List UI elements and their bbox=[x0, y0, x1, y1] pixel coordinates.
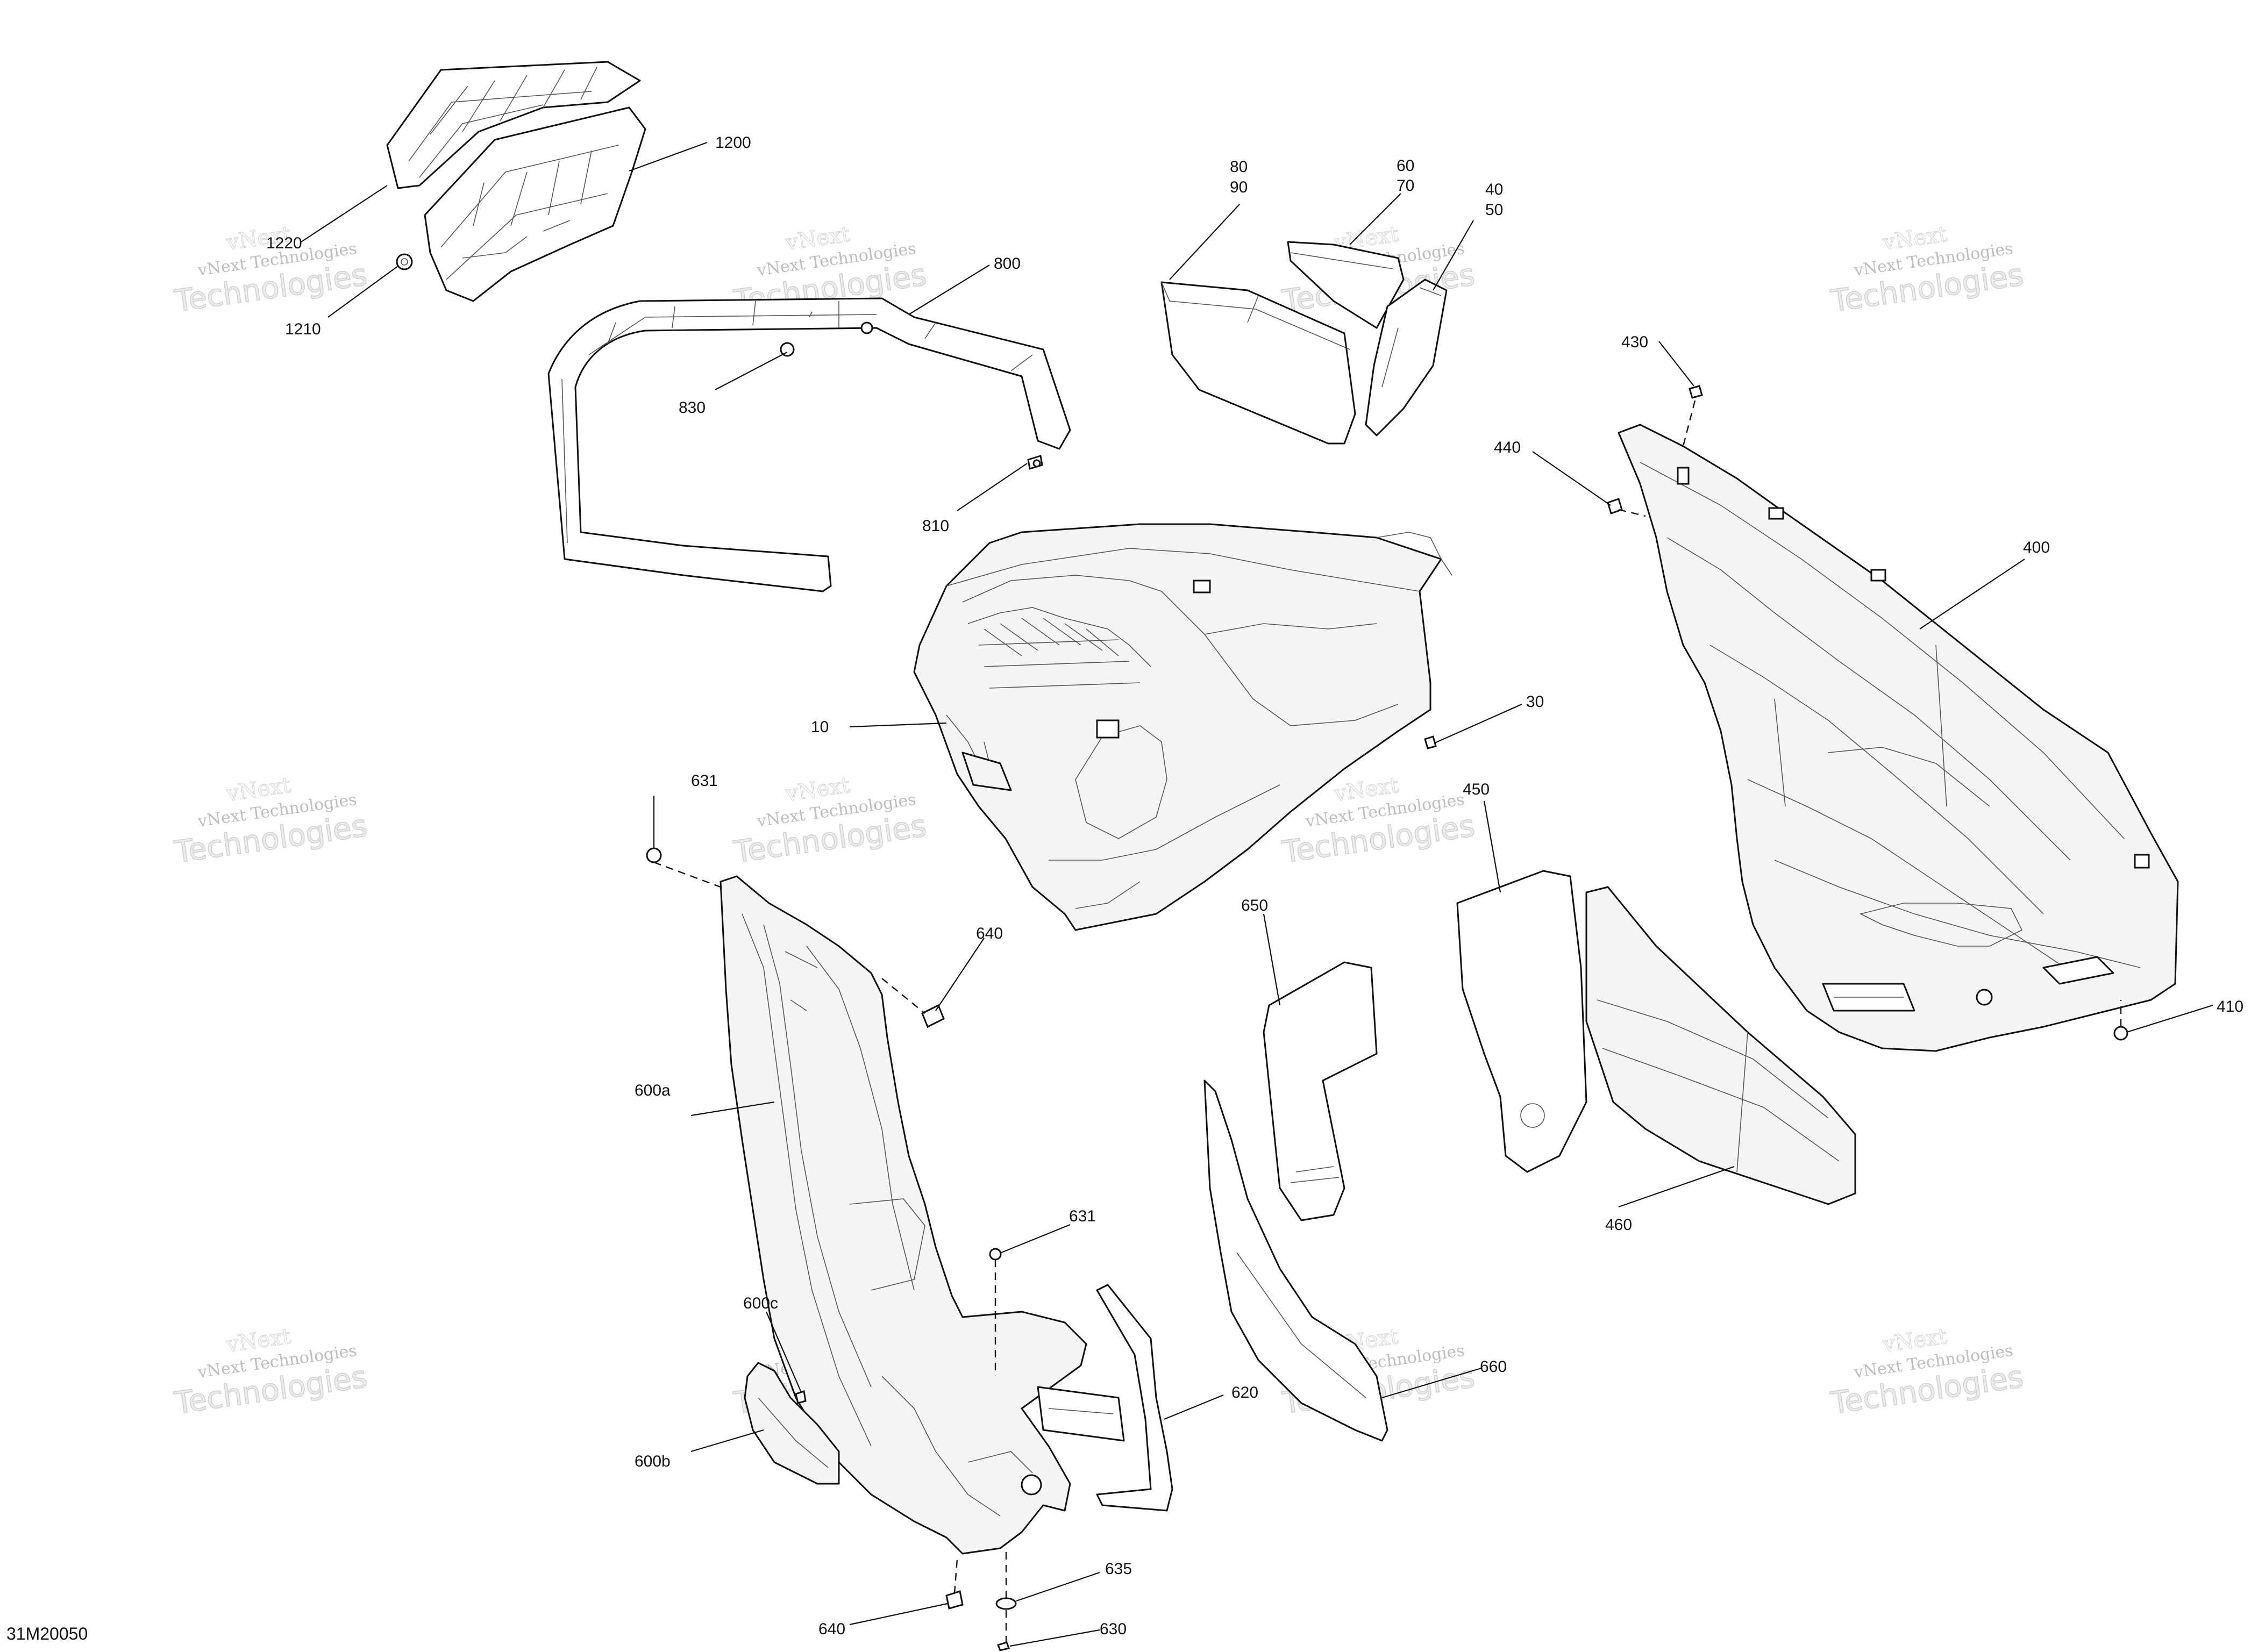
part-630-screw bbox=[997, 1641, 1010, 1651]
part-1220-grille-bracket bbox=[386, 61, 641, 189]
callout-810: 810 bbox=[922, 517, 949, 535]
callout-631-bottom: 631 bbox=[1069, 1207, 1096, 1225]
reference-code: 31M20050 bbox=[6, 1624, 88, 1643]
part-1210-fastener bbox=[396, 253, 413, 270]
watermark: vNext vNext Technologies Technologies bbox=[172, 773, 370, 870]
callout-1200: 1200 bbox=[715, 134, 751, 152]
part-600c-clip bbox=[795, 1390, 807, 1404]
watermark: vNext vNext Technologies Technologies bbox=[1828, 221, 2026, 319]
callout-640-top: 640 bbox=[976, 925, 1003, 942]
part-635-washer bbox=[995, 1597, 1017, 1610]
callout-10: 10 bbox=[811, 718, 829, 736]
callout-labels: 1220 1200 1210 800 830 810 80 90 60 70 4… bbox=[266, 134, 2243, 1638]
callout-30: 30 bbox=[1526, 693, 1544, 711]
callout-640-bottom: 640 bbox=[818, 1620, 845, 1638]
watermark: vNext vNext Technologies Technologies bbox=[731, 773, 929, 870]
callout-60: 60 bbox=[1397, 157, 1414, 175]
callout-430: 430 bbox=[1621, 333, 1648, 351]
callout-660: 660 bbox=[1480, 1358, 1507, 1376]
watermark: vNext vNext Technologies Technologies bbox=[172, 1324, 370, 1421]
part-810-fastener bbox=[1027, 455, 1043, 470]
part-450-foam-pad bbox=[1456, 870, 1587, 1173]
callout-600a: 600a bbox=[635, 1082, 671, 1099]
part-40-50-side-panel bbox=[1365, 278, 1448, 437]
part-650-foam-pad bbox=[1263, 961, 1378, 1221]
part-400-side-panel bbox=[1618, 424, 2179, 1052]
callout-650: 650 bbox=[1241, 897, 1268, 914]
part-631-fastener bbox=[989, 1248, 1002, 1261]
callout-460: 460 bbox=[1605, 1216, 1632, 1234]
part-640-clip bbox=[921, 1004, 945, 1028]
assembly-lines bbox=[653, 400, 2122, 1642]
part-631-fastener bbox=[646, 847, 662, 863]
callout-635: 635 bbox=[1105, 1560, 1132, 1578]
callout-631-top: 631 bbox=[691, 772, 718, 790]
callout-70: 70 bbox=[1397, 177, 1414, 195]
part-600a-side-panel bbox=[720, 875, 1125, 1555]
part-460-panel bbox=[1585, 886, 1856, 1205]
callout-600b: 600b bbox=[635, 1453, 671, 1470]
callout-630: 630 bbox=[1100, 1620, 1127, 1638]
callout-620: 620 bbox=[1231, 1384, 1258, 1401]
callout-40: 40 bbox=[1485, 181, 1503, 198]
part-440-fastener bbox=[1607, 498, 1623, 514]
part-80-90-foam-pad bbox=[1160, 281, 1356, 445]
callout-440: 440 bbox=[1494, 439, 1521, 456]
part-640-clip bbox=[945, 1590, 964, 1610]
callout-50: 50 bbox=[1485, 201, 1503, 219]
callout-1220: 1220 bbox=[266, 234, 302, 252]
watermark: vNext vNext Technologies Technologies bbox=[172, 221, 370, 319]
callout-600c: 600c bbox=[743, 1295, 778, 1312]
part-430-fastener bbox=[1689, 385, 1703, 399]
part-410-fastener bbox=[2113, 1026, 2128, 1041]
part-10-front-console bbox=[913, 523, 1452, 931]
part-30-fastener bbox=[1424, 735, 1437, 749]
leader-lines bbox=[301, 141, 2213, 1647]
callout-90: 90 bbox=[1230, 178, 1248, 196]
part-600b-panel bbox=[744, 1362, 840, 1485]
callout-1210: 1210 bbox=[285, 320, 321, 338]
callout-80: 80 bbox=[1230, 158, 1248, 176]
part-830-fastener bbox=[780, 311, 813, 357]
watermark: vNext vNext Technologies Technologies bbox=[1828, 1324, 2026, 1421]
callout-410: 410 bbox=[2217, 998, 2243, 1015]
part-660-small-panel bbox=[1203, 1079, 1388, 1442]
callout-800: 800 bbox=[994, 255, 1021, 273]
part-1200-grille bbox=[424, 106, 646, 302]
callout-400: 400 bbox=[2023, 539, 2050, 556]
callout-830: 830 bbox=[679, 399, 706, 417]
callout-450: 450 bbox=[1463, 781, 1490, 798]
part-800-handle-bar bbox=[547, 297, 1071, 592]
part-620-strip bbox=[1096, 1284, 1173, 1512]
